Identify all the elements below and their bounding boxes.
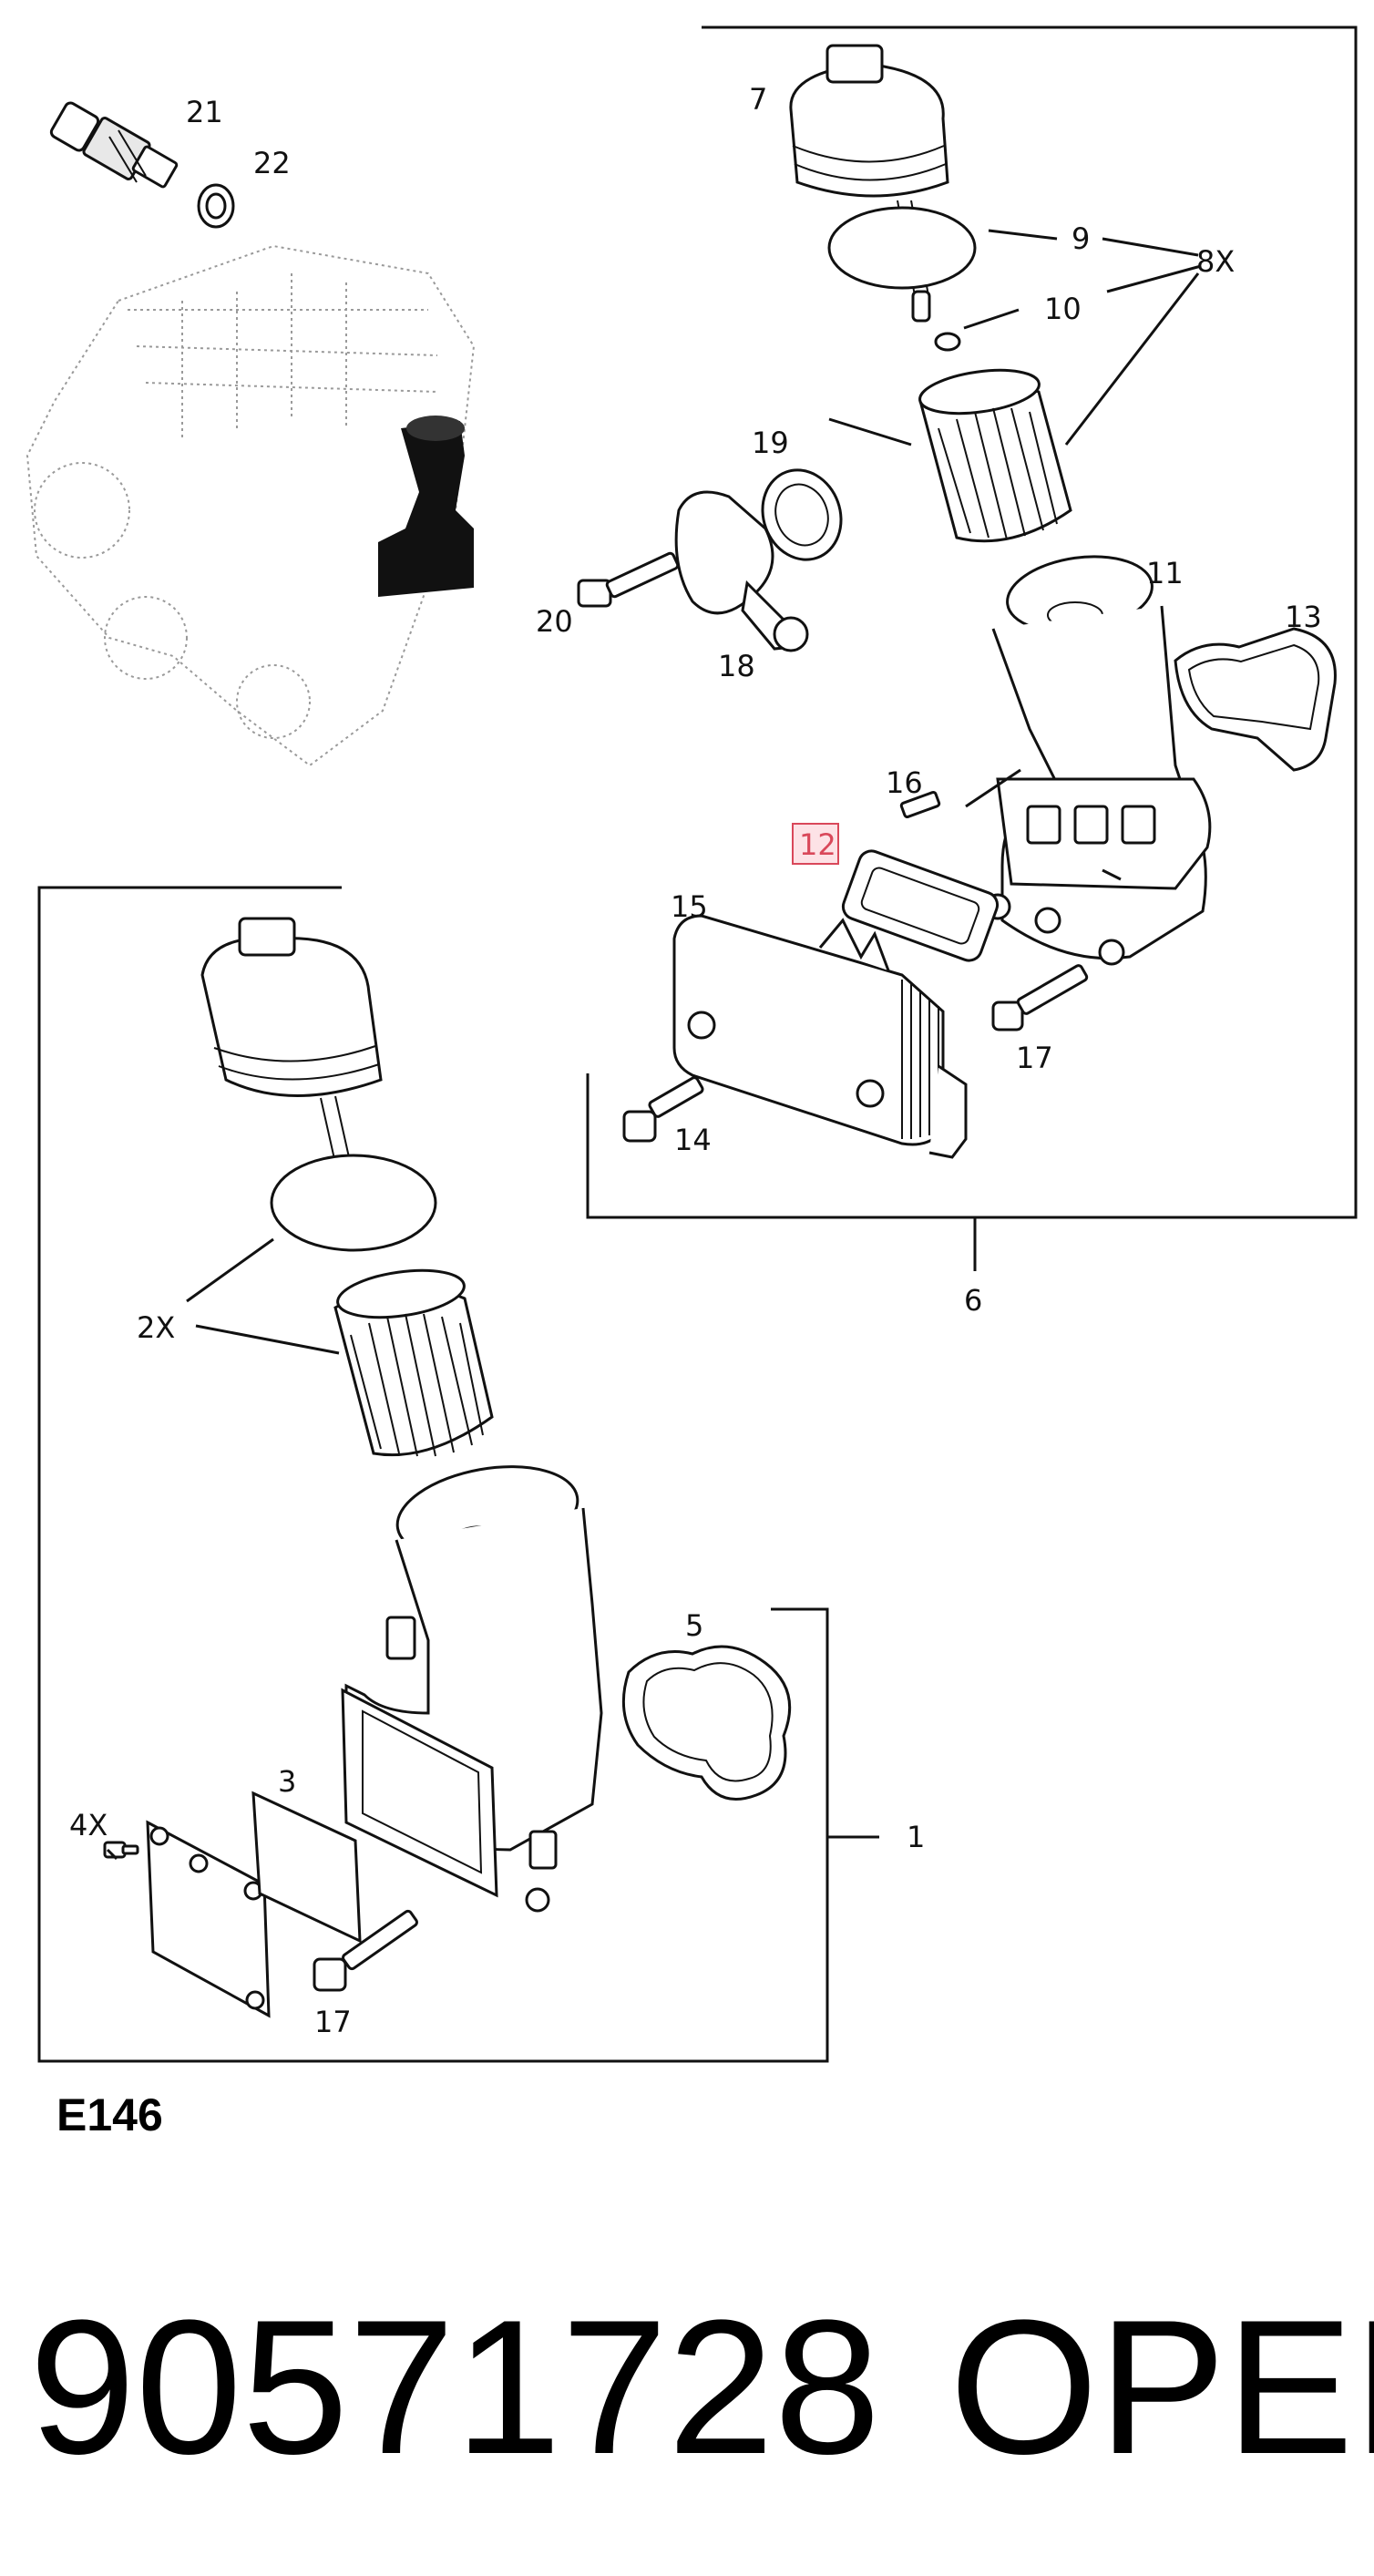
o-ring-small-upper: [934, 332, 961, 352]
o-ring-large-upper: [827, 206, 977, 290]
housing-bolt-lower: [313, 1909, 418, 1992]
callout-8x: 8X: [1196, 244, 1235, 279]
callout-18: 18: [718, 649, 755, 683]
callout-10: 10: [1044, 292, 1082, 326]
callout-16: 16: [886, 765, 923, 800]
part-number: 90571728: [29, 2280, 880, 2494]
callout-7: 7: [749, 82, 767, 117]
filter-element-lower: [333, 1268, 494, 1457]
cover-plate: [146, 1820, 271, 2018]
leader-lines: [106, 229, 1202, 1861]
callout-11: 11: [1146, 556, 1184, 590]
water-flange: [674, 490, 809, 652]
cover-screw: [103, 1841, 139, 1859]
callout-19: 19: [752, 426, 789, 460]
flange-gasket-inner: [774, 483, 829, 547]
callout-2x: 2X: [137, 1310, 175, 1345]
upper-assembly-bracket: [586, 26, 1358, 1219]
housing-gasket-lower: [621, 1645, 792, 1801]
housing-bolt-upper: [991, 964, 1089, 1031]
sealing-washer: [197, 183, 235, 229]
callout-12-highlight: [792, 823, 839, 865]
callout-22: 22: [253, 146, 291, 180]
oil-cooler: [672, 914, 968, 1159]
callout-17-upper: 17: [1016, 1041, 1053, 1075]
cover-plate-hole-4: [245, 1990, 265, 2010]
callout-9: 9: [1072, 221, 1090, 256]
cover-plate-hole-3: [189, 1853, 209, 1873]
cooler-bolt: [622, 1076, 704, 1143]
callout-6: 6: [964, 1283, 982, 1318]
oil-pressure-sensor: [49, 101, 179, 189]
housing-gasket-upper: [1174, 627, 1337, 772]
filter-element-upper: [918, 368, 1072, 543]
filter-housing-upper: [984, 555, 1212, 966]
brand-name: OPEL: [949, 2280, 1374, 2494]
housing-gasket-upper-inner: [1187, 643, 1320, 731]
housing-gasket-lower-inner: [642, 1662, 774, 1782]
callout-17-lower: 17: [314, 2005, 352, 2039]
callout-1: 1: [907, 1820, 925, 1854]
callout-4x: 4X: [69, 1808, 108, 1842]
callout-3: 3: [278, 1764, 296, 1799]
callout-14: 14: [674, 1123, 712, 1157]
oil-cooler-gasket: [841, 849, 1000, 962]
callout-5: 5: [685, 1608, 703, 1643]
callout-12: 12: [799, 827, 836, 862]
callout-21: 21: [186, 95, 223, 129]
o-ring-large-lower: [270, 1154, 437, 1252]
callout-20: 20: [536, 604, 573, 639]
cover-gasket: [251, 1791, 362, 1944]
threaded-stud: [899, 790, 941, 819]
lower-assembly-bracket: [37, 886, 829, 2063]
diagram-code: E146: [56, 2089, 163, 2140]
filter-housing-location-highlight: [378, 416, 474, 597]
oil-cooler-gasket-inner: [860, 867, 980, 945]
callout-13: 13: [1285, 600, 1322, 634]
cover-plate-hole-1: [149, 1826, 169, 1846]
flange-bolt: [577, 551, 680, 608]
filter-housing-lower: [341, 1465, 603, 1913]
callout-15: 15: [671, 889, 708, 924]
engine-ghost-illustration: [26, 244, 476, 767]
